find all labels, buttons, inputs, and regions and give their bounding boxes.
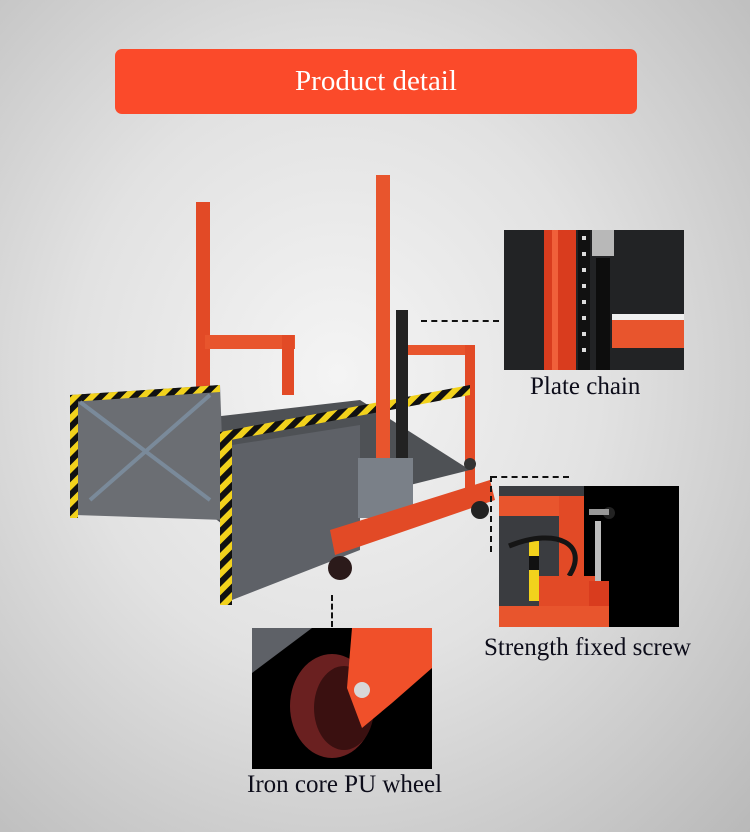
plate-chain-caption: Plate chain <box>530 373 641 400</box>
screw-connector-line-v <box>490 476 492 552</box>
wheel-connector-line <box>331 595 333 627</box>
screw-connector-line-h <box>491 476 569 478</box>
dock-lift-product-image <box>70 175 495 605</box>
iron-core-pu-wheel-detail-image <box>252 628 432 769</box>
plate-chain-connector-line <box>421 320 499 322</box>
banner-title: Product detail <box>295 65 457 97</box>
product-detail-banner: Product detail <box>115 49 637 114</box>
plate-chain-detail-image <box>504 230 684 370</box>
strength-fixed-screw-caption: Strength fixed screw <box>484 634 691 661</box>
strength-fixed-screw-detail-image <box>499 486 679 627</box>
iron-core-pu-wheel-caption: Iron core PU wheel <box>247 771 443 798</box>
